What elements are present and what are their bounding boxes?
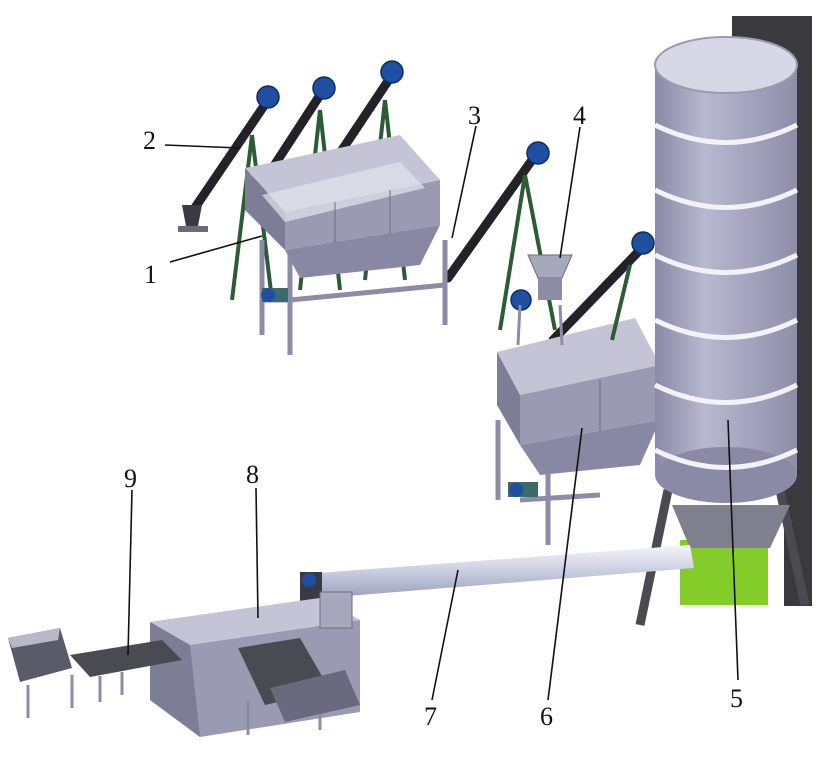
leader-8 (255, 487, 259, 619)
callout-6: 6 (540, 702, 553, 731)
hopper-6 (495, 174, 660, 545)
callout-4: 4 (573, 101, 586, 130)
leader-5 (727, 419, 739, 681)
leader-6 (547, 427, 583, 701)
machine-8 (150, 591, 360, 737)
leader-2 (164, 144, 241, 149)
leader-1 (169, 235, 263, 263)
callout-5: 5 (730, 684, 743, 713)
leader-lines (127, 125, 739, 701)
screw-conveyor-group-top (178, 60, 655, 345)
transfer-tube-7 (300, 545, 694, 602)
callout-2: 2 (143, 126, 156, 155)
callout-8: 8 (246, 460, 259, 489)
leader-7 (431, 569, 459, 701)
leader-3 (451, 125, 477, 239)
hopper-1 (245, 135, 448, 355)
silo-5 (635, 36, 810, 626)
callout-7: 7 (424, 702, 437, 731)
callout-3: 3 (468, 101, 481, 130)
callout-9: 9 (124, 464, 137, 493)
callout-1: 1 (144, 260, 157, 289)
conveyor-9 (8, 628, 182, 718)
leader-9 (127, 489, 133, 656)
leader-4 (559, 126, 581, 259)
